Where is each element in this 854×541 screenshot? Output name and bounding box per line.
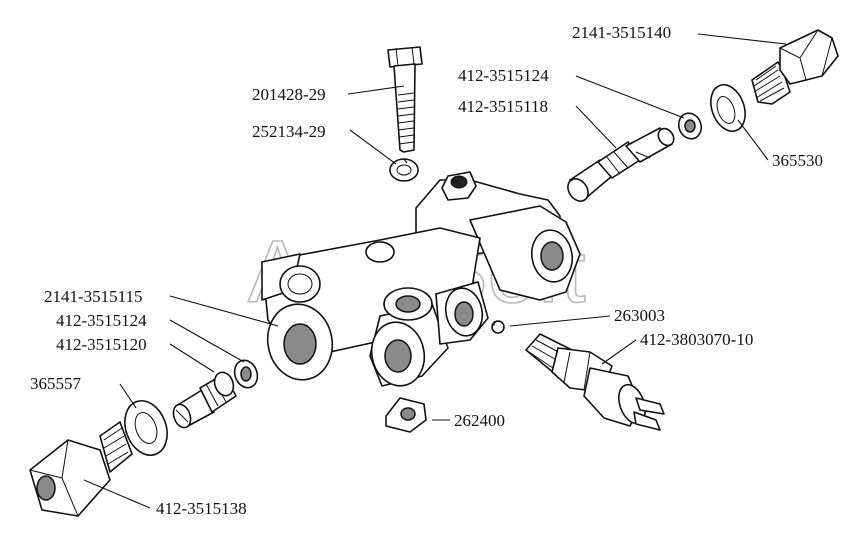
label-fitting-bottom-left: 412-3515138 xyxy=(156,499,247,518)
lock-washer xyxy=(389,158,419,182)
bolt xyxy=(387,46,423,153)
pressure-switch xyxy=(525,333,665,431)
fitting-top-right xyxy=(751,29,839,105)
fitting-bottom-left xyxy=(29,421,133,517)
label-fitting-top-right: 2141-3515140 xyxy=(572,23,671,42)
leader-lines xyxy=(83,33,787,509)
label-switch: 412-3803070-10 xyxy=(640,330,753,349)
ball xyxy=(491,320,505,334)
distributor-body xyxy=(261,171,581,387)
valve-top xyxy=(567,127,675,202)
label-washer-large-top: 365530 xyxy=(772,151,823,170)
label-bolt: 201428-29 xyxy=(252,85,326,104)
label-body: 2141-3515115 xyxy=(44,287,143,306)
label-washer-small-left: 412-3515124 xyxy=(56,311,147,330)
label-ball: 263003 xyxy=(614,306,665,325)
label-washer-small-top: 412-3515124 xyxy=(458,66,549,85)
label-nut: 262400 xyxy=(454,411,505,430)
valve-left xyxy=(172,371,237,429)
part-labels: 201428-29 252134-29 2141-3515140 412-351… xyxy=(30,23,823,518)
label-washer-large-left: 365557 xyxy=(30,374,82,393)
washer-small-top xyxy=(677,112,703,140)
label-lock-washer: 252134-29 xyxy=(252,122,326,141)
washer-small-left xyxy=(233,359,259,389)
square-nut xyxy=(385,397,427,433)
washer-large-left xyxy=(124,400,168,456)
label-valve-left: 412-3515120 xyxy=(56,335,147,354)
washer-large-top xyxy=(710,83,746,133)
label-valve-top: 412-3515118 xyxy=(458,97,548,116)
